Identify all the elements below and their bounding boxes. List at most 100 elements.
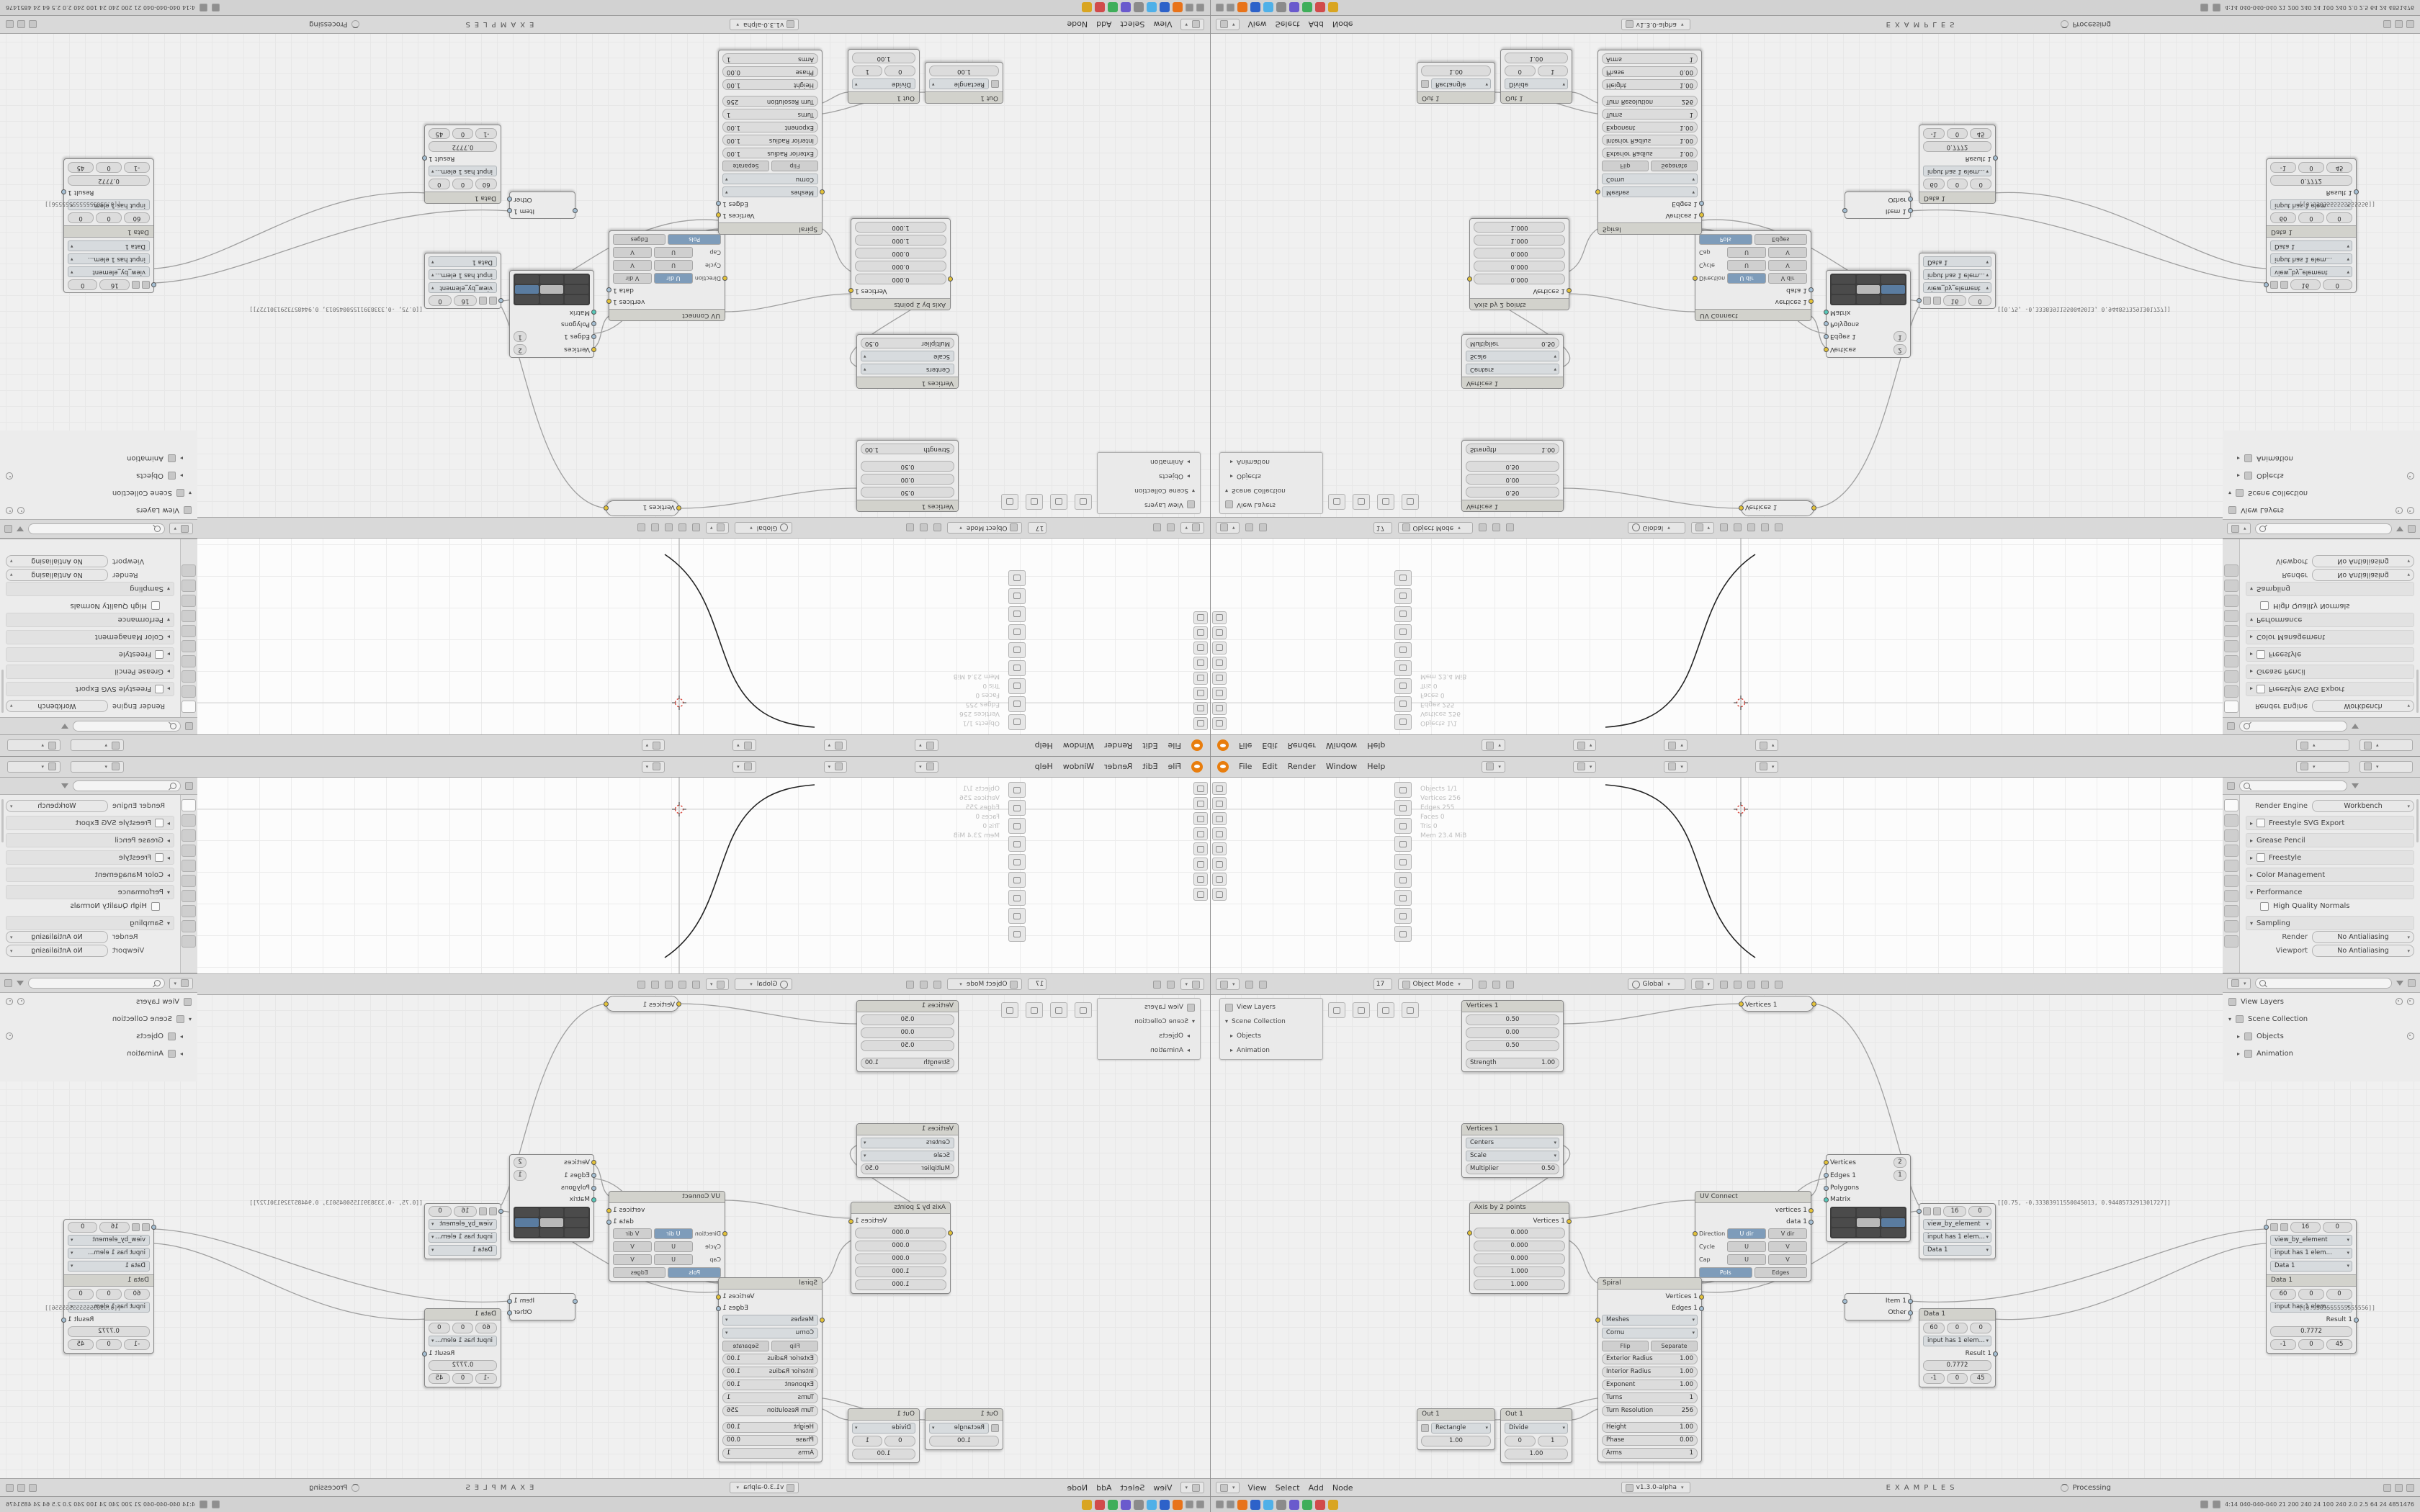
cap-v-toggle[interactable]: V bbox=[1768, 247, 1807, 258]
workspace-chip[interactable] bbox=[1482, 760, 1505, 773]
scale-tool[interactable] bbox=[1394, 854, 1412, 870]
tab-constraints[interactable] bbox=[2223, 580, 2238, 592]
color-swatch[interactable] bbox=[1881, 285, 1905, 294]
value-field[interactable]: 0.000 bbox=[855, 1228, 946, 1238]
node-tree-name[interactable]: EXAMPLES bbox=[1886, 1483, 1959, 1492]
input-socket[interactable] bbox=[2264, 1225, 2269, 1230]
input-socket[interactable] bbox=[591, 310, 596, 315]
grid-icon[interactable] bbox=[142, 1223, 150, 1231]
color-swatch[interactable] bbox=[539, 285, 564, 294]
pin-icon[interactable] bbox=[1353, 1002, 1370, 1018]
value-field[interactable]: 0 bbox=[1505, 1436, 1536, 1446]
zoom-view-icon[interactable] bbox=[1212, 611, 1227, 624]
mode-dropdown[interactable]: Object Mode bbox=[947, 522, 1023, 534]
presets-dropdown[interactable]: Meshes bbox=[722, 186, 818, 197]
output-socket[interactable] bbox=[1699, 201, 1704, 206]
snap-icon[interactable] bbox=[29, 20, 37, 29]
freestyle-svg-checkbox[interactable] bbox=[154, 685, 163, 693]
view-mode-dropdown[interactable]: view_by_element bbox=[429, 282, 497, 293]
frame-field[interactable]: 17 bbox=[1028, 522, 1047, 534]
value-field[interactable]: 0 bbox=[68, 1222, 98, 1233]
node-vertices-b[interactable]: Vertices 1 Centers Scale Multiplier 0.50 bbox=[1461, 334, 1564, 389]
node-viewer-stack-right[interactable]: 16 0 view_by_element input has 1 elem… D… bbox=[2264, 1219, 2359, 1354]
select-mode-icon-1[interactable] bbox=[1478, 980, 1487, 989]
cycle-u-toggle[interactable]: U bbox=[654, 260, 693, 271]
section-freestyle[interactable]: Freestyle bbox=[6, 647, 174, 662]
output-socket[interactable] bbox=[1699, 212, 1704, 217]
menu-edit[interactable]: Edit bbox=[1142, 741, 1158, 750]
filter-funnel-icon[interactable] bbox=[61, 783, 68, 788]
app-firefox-icon[interactable] bbox=[1237, 1499, 1247, 1510]
node-uv-connect[interactable]: UV Connect vertices 1 data 1 Direction U… bbox=[606, 1191, 727, 1282]
cycle-u-toggle[interactable]: U bbox=[1727, 1241, 1766, 1252]
tab-view-layer[interactable] bbox=[2223, 670, 2238, 683]
section-sampling[interactable]: Sampling bbox=[6, 582, 174, 596]
text-icon[interactable] bbox=[2280, 281, 2288, 289]
expand-caret-icon[interactable] bbox=[167, 837, 170, 845]
value-field[interactable]: 0 bbox=[452, 1373, 474, 1384]
snap-icon[interactable] bbox=[1193, 842, 1208, 855]
viewlayer-selector[interactable] bbox=[2360, 760, 2413, 773]
input-info-dropdown[interactable]: input has 1 elem… bbox=[2270, 1248, 2352, 1259]
input-info-dropdown[interactable]: input has 1 elem… bbox=[2270, 1302, 2352, 1313]
viewlayer-selector[interactable] bbox=[7, 760, 60, 773]
node-out-rectangle[interactable]: Out 1 Rectangle 1.00 bbox=[925, 1408, 1003, 1450]
extra-toggle[interactable] bbox=[539, 275, 564, 284]
collapse-icon[interactable] bbox=[1377, 1002, 1394, 1018]
overlay-icon[interactable] bbox=[2395, 1483, 2403, 1492]
spiral-type-dropdown[interactable]: Cornu bbox=[1602, 1328, 1698, 1338]
menu-icon[interactable] bbox=[1001, 494, 1018, 510]
app-chat-icon[interactable] bbox=[1263, 1499, 1273, 1510]
value-field[interactable]: 1 bbox=[852, 1436, 883, 1446]
section-sampling[interactable]: Sampling bbox=[2246, 582, 2414, 596]
node-out-divide[interactable]: Out 1 Divide 0 1 1.00 bbox=[848, 1408, 920, 1463]
node-viewer-stack[interactable]: 16 0 view_by_element input has 1 elem… D… bbox=[424, 253, 503, 309]
expand-caret-icon[interactable] bbox=[1187, 1032, 1190, 1040]
value-field[interactable]: 1.000 bbox=[1474, 222, 1565, 233]
input-socket[interactable] bbox=[1595, 1318, 1600, 1323]
tab-constraints[interactable] bbox=[182, 580, 197, 592]
tab-world[interactable] bbox=[2223, 860, 2238, 872]
output-socket[interactable] bbox=[716, 201, 721, 206]
value-field[interactable]: 0.50 bbox=[861, 1040, 954, 1051]
value-field[interactable]: 0.000 bbox=[855, 274, 946, 284]
value-field[interactable]: 60 bbox=[475, 179, 497, 189]
workspace-switcher-icon[interactable] bbox=[1186, 4, 1193, 12]
input-socket[interactable] bbox=[1842, 1299, 1847, 1304]
viewport-3d[interactable]: Objects 1/1 Vertices 256 Edges 255 Faces… bbox=[197, 539, 1210, 734]
output-socket[interactable] bbox=[606, 299, 611, 304]
annotate-tool[interactable] bbox=[1394, 890, 1412, 906]
scene-selector[interactable] bbox=[71, 739, 124, 752]
outliner-editor-selector[interactable] bbox=[2227, 977, 2251, 989]
color-swatch[interactable] bbox=[515, 1218, 539, 1227]
input-socket[interactable] bbox=[151, 282, 156, 287]
section-color-management[interactable]: Color Management bbox=[2246, 630, 2414, 644]
app-files-icon[interactable] bbox=[1134, 2, 1144, 13]
expand-caret-icon[interactable] bbox=[2250, 819, 2253, 827]
menu-file[interactable]: File bbox=[1168, 762, 1181, 771]
value-field[interactable]: 45 bbox=[1970, 1373, 1992, 1384]
transform-tool[interactable] bbox=[1394, 872, 1412, 888]
options-icon[interactable] bbox=[2406, 1483, 2414, 1492]
input-socket[interactable] bbox=[948, 276, 953, 282]
expand-caret-icon[interactable] bbox=[1230, 472, 1233, 480]
light-toggle[interactable] bbox=[565, 1218, 588, 1227]
value-field[interactable]: 0 bbox=[96, 162, 122, 173]
expand-caret-icon[interactable] bbox=[2228, 490, 2231, 498]
collapse-icon[interactable] bbox=[1377, 494, 1394, 510]
outliner-options-icon[interactable] bbox=[2408, 525, 2416, 533]
tab-object[interactable] bbox=[2223, 875, 2238, 887]
camera-visibility-icon[interactable] bbox=[2407, 998, 2414, 1005]
view-mode-dropdown[interactable]: view_by_element bbox=[1923, 282, 1991, 293]
mode-dropdown[interactable]: Rectangle bbox=[929, 78, 989, 89]
mini-row-view-layers[interactable]: View Layers bbox=[1220, 1000, 1322, 1014]
gizmo-toggle-icon[interactable] bbox=[1212, 797, 1227, 810]
rotate-tool[interactable] bbox=[1008, 660, 1026, 676]
value-field[interactable]: 0 bbox=[2322, 279, 2352, 290]
input-socket[interactable] bbox=[498, 1209, 503, 1214]
data-dropdown[interactable]: Data 1 bbox=[1923, 256, 1991, 267]
expand-caret-icon[interactable] bbox=[2250, 854, 2253, 862]
